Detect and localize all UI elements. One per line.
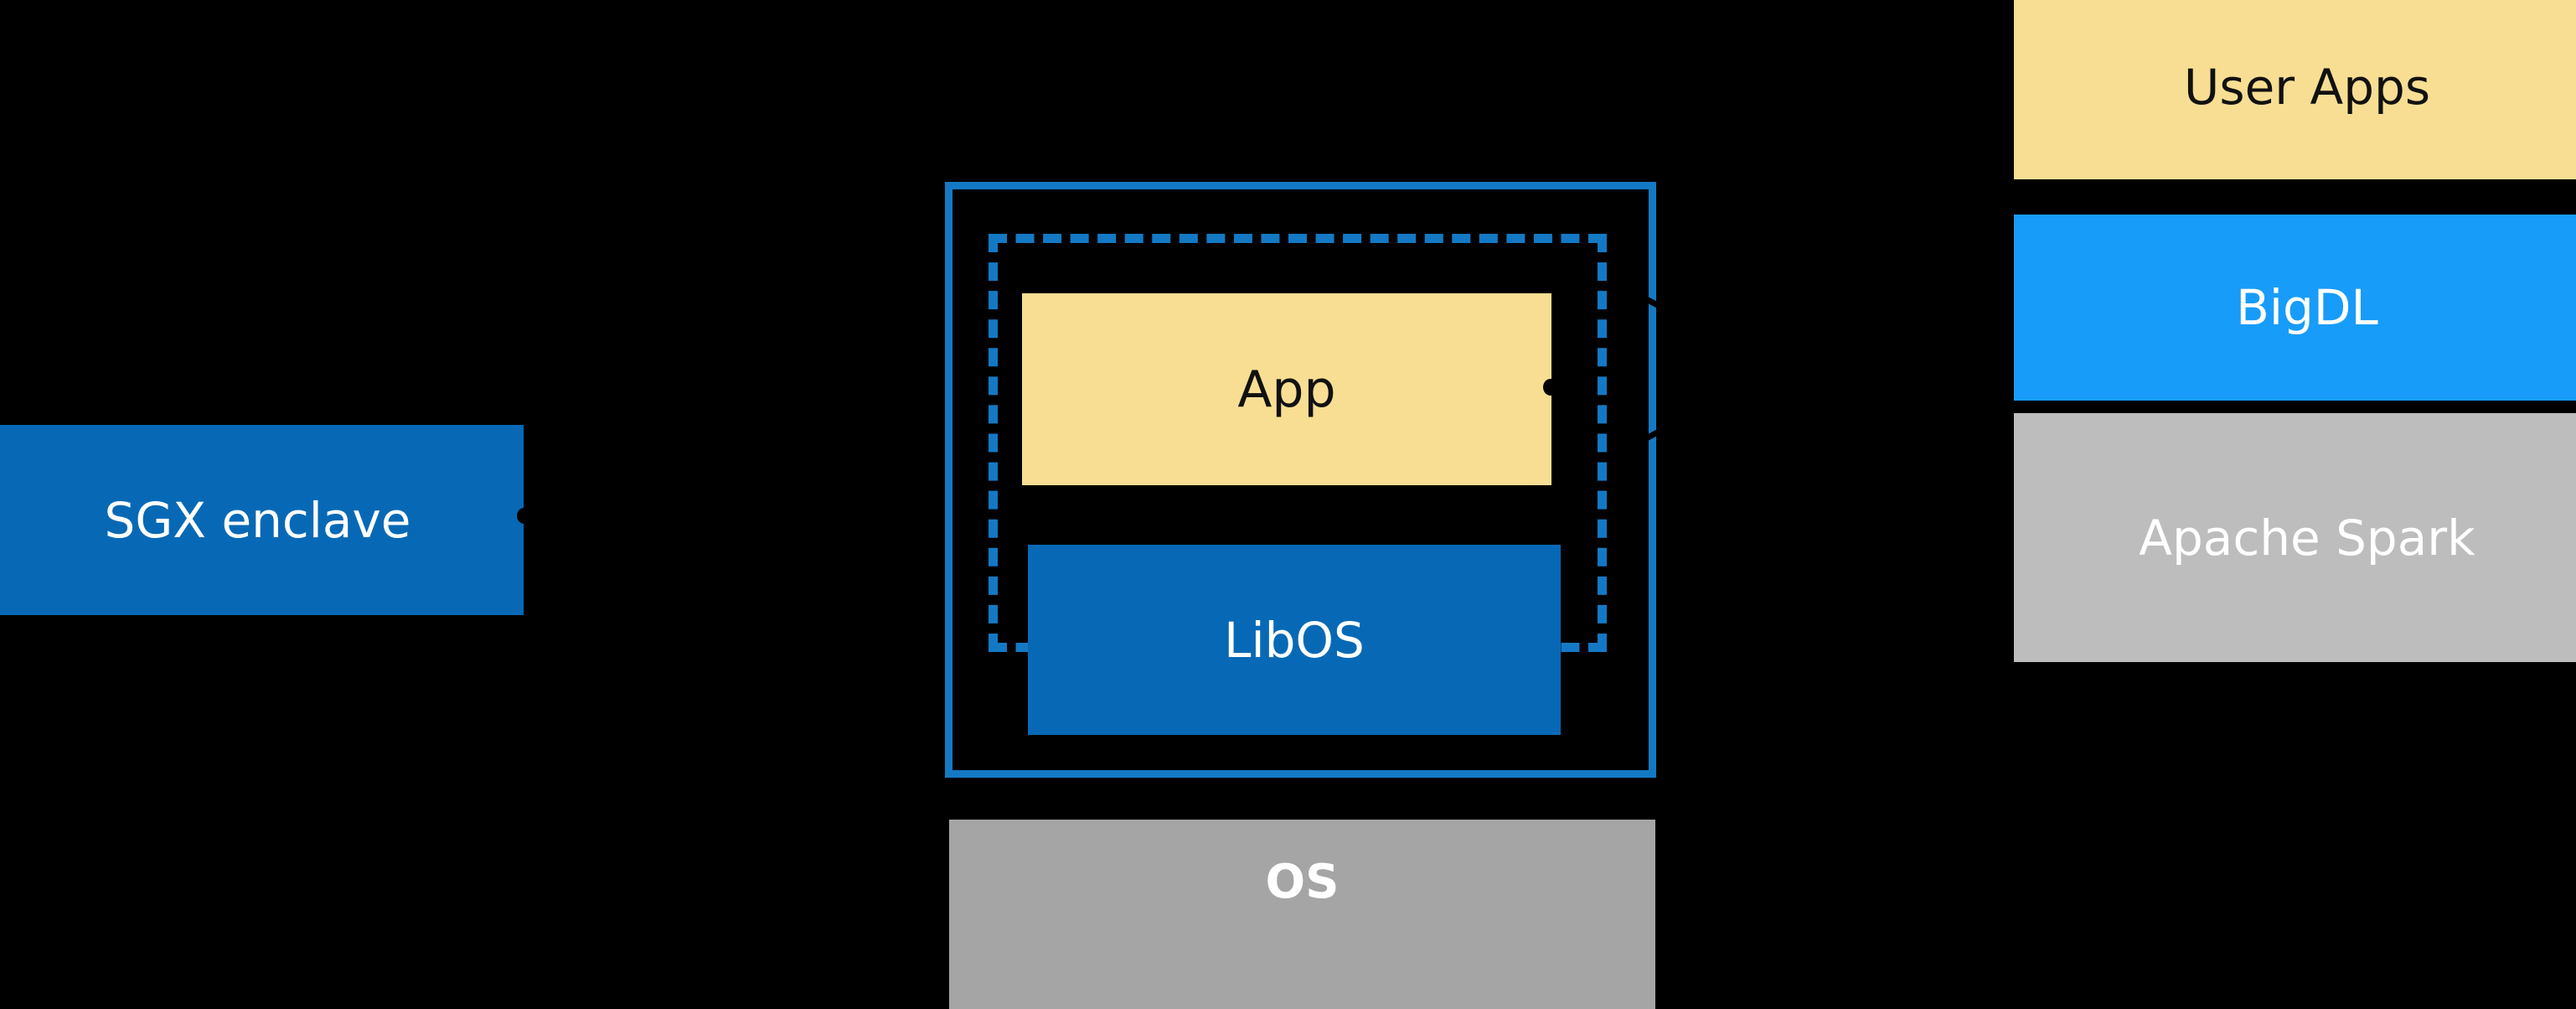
sgx-enclave-connector-dot-icon: [517, 508, 531, 524]
os-label: OS: [1265, 855, 1340, 909]
enclave-boundary-frame: [945, 182, 1656, 778]
os-box[interactable]: OS: [949, 820, 1655, 1009]
app-connector-dot-icon: [1543, 379, 1558, 396]
libos-label: LibOS: [1224, 611, 1365, 669]
user-apps-label: User Apps: [2183, 59, 2431, 116]
sgx-enclave-label: SGX enclave: [104, 491, 411, 549]
app-box[interactable]: App: [1022, 293, 1551, 485]
bigdl-label: BigDL: [2236, 279, 2378, 336]
apache-spark-box[interactable]: Apache Spark: [2014, 413, 2576, 662]
user-apps-box[interactable]: User Apps: [2014, 0, 2576, 179]
libos-box[interactable]: LibOS: [1028, 545, 1561, 735]
app-label: App: [1237, 360, 1336, 419]
apache-spark-label: Apache Spark: [2139, 509, 2475, 567]
bigdl-box[interactable]: BigDL: [2014, 215, 2576, 401]
sgx-enclave-box[interactable]: SGX enclave: [0, 425, 524, 615]
